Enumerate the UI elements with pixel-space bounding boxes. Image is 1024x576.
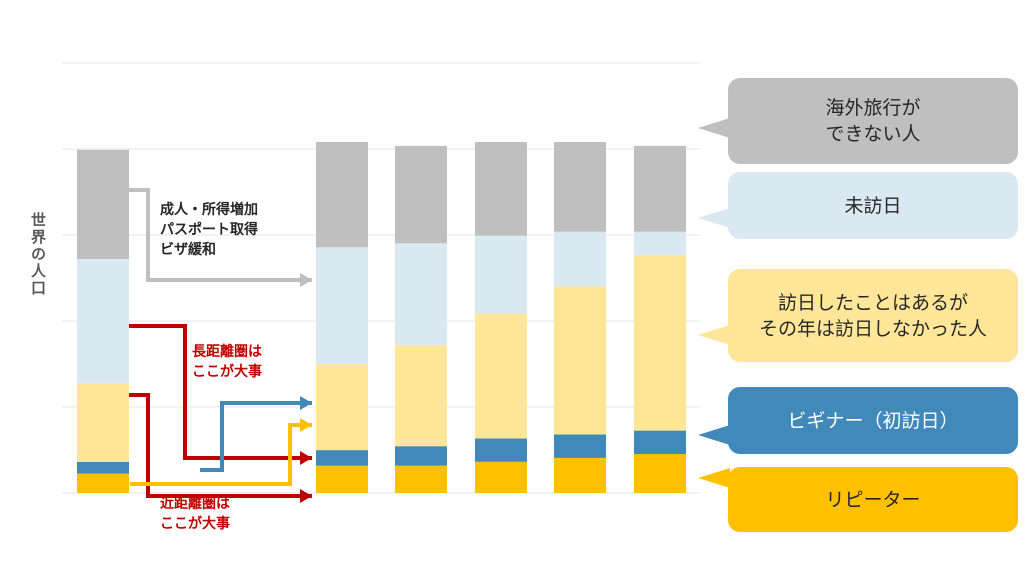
bar-segment [475,235,527,314]
bar-segment [475,438,527,462]
bar-segment [554,286,606,435]
callout-tail [698,468,730,488]
annotation-grey: 成人・所得増加 パスポート取得 ビザ緩和 [160,202,258,258]
callout-label: 訪日したことはあるが その年は訪日しなかった人 [758,291,987,340]
arrow-red-long [129,324,312,460]
bar-segment [395,344,447,447]
bar-segment [316,450,368,466]
arrow-red-near-head [300,489,312,503]
bar-segment [554,231,606,287]
bar-segment [316,142,368,248]
legend-callout-visited-before: 訪日したことはあるが その年は訪日しなかった人 [698,269,1018,362]
legend-callout-repeater: リピーター [698,467,1018,532]
bar-segment [634,231,686,256]
bar-segment [634,145,686,232]
bar-segment [475,461,527,493]
arrow-blue-head [300,396,312,410]
legend-callout-beginner: ビギナー（初訪日） [698,387,1018,454]
arrow-yellow-head [300,418,312,432]
flow-arrows [129,188,312,503]
bar-segment [475,313,527,439]
bar-segment [395,446,447,466]
callout-label: リピーター [825,488,921,511]
annotation-long-distance: 長距離圏は ここが大事 [192,344,262,380]
arrow-grey [129,188,312,282]
bar-segment [634,454,686,493]
bar-segment [634,430,686,454]
y-axis-label: 世界の人口 [29,212,47,297]
bar-segment [554,457,606,493]
callout-label: 海外旅行が できない人 [825,97,921,145]
bar-segment [475,142,527,236]
bar-segment [554,434,606,458]
bar-segment [77,149,129,259]
bar-segment [316,247,368,365]
legend-callout-not-visited: 未訪日 [698,172,1018,239]
bars [77,142,686,493]
bar-segment [395,243,447,345]
bar-segment [634,255,686,431]
callout-label: ビギナー（初訪日） [787,409,959,432]
bar-segment [316,465,368,493]
annotation-near-distance: 近距離圏は ここが大事 [160,496,230,532]
bar-segment [395,465,447,493]
bar-segment [395,145,447,244]
arrow-grey-head [300,273,312,287]
callout-tail [698,118,730,138]
bar-segment [554,142,606,232]
gridlines [62,62,700,494]
bar-segment [77,473,129,493]
bar-segment [316,364,368,451]
callout-tail [698,208,730,228]
arrow-red-near [129,393,312,498]
arrow-red-long-head [300,451,312,465]
arrow-blue [200,401,312,472]
bar-segment [77,383,129,462]
callout-tail [698,425,730,445]
callout-label: 未訪日 [844,194,902,217]
legend-callout-cannot-travel: 海外旅行が できない人 [698,78,1018,164]
bar-segment [77,259,129,384]
callout-tail [698,325,730,345]
bar-segment [77,461,129,474]
